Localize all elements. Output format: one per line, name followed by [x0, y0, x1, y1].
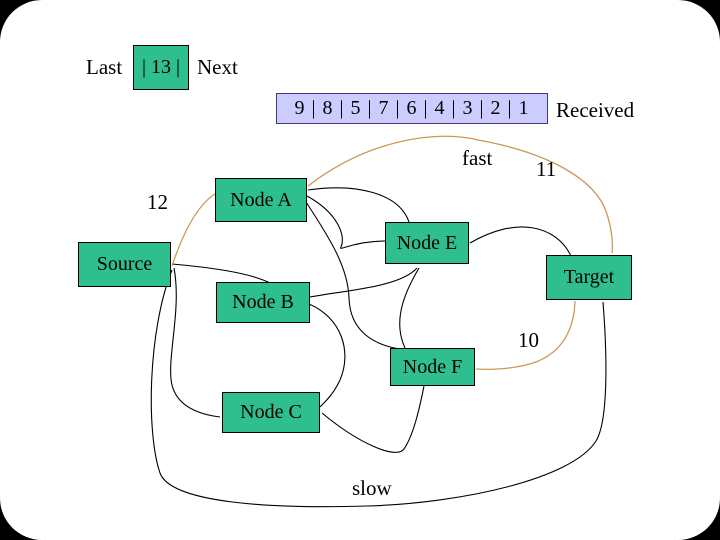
fastpath-source-nodea: [171, 193, 216, 267]
edge-nodee-target: [469, 226, 572, 257]
node-b-box: Node B: [216, 282, 310, 323]
fastpath-nodea-target: [307, 135, 613, 254]
slow-path-label: slow: [352, 476, 392, 500]
edge-source-target-slow: [150, 269, 607, 508]
received-label: Received: [556, 98, 635, 122]
next-label: Next: [197, 55, 238, 79]
edge-nodea-nodee-left: [306, 195, 387, 249]
packet-number-10: 10: [518, 328, 539, 352]
edge-nodeb-nodec: [308, 303, 346, 408]
node-c-box: Node C: [222, 392, 320, 433]
edge-nodea-nodee-top: [307, 187, 410, 223]
target-node-box: Target: [546, 255, 632, 300]
edge-source-nodeb: [171, 263, 273, 285]
received-sequence-box: 9 | 8 | 5 | 7 | 6 | 4 | 3 | 2 | 1: [276, 93, 548, 124]
edge-nodec-nodef: [321, 385, 425, 453]
fast-path-label: fast: [462, 146, 493, 170]
edge-source-nodec: [170, 267, 221, 418]
source-node-box: Source: [78, 242, 171, 287]
sequence-counter-box: | 13 |: [133, 45, 189, 90]
node-e-box: Node E: [385, 222, 469, 264]
last-label: Last: [86, 55, 123, 79]
edge-nodea-nodef: [305, 201, 407, 351]
edge-nodee-nodef: [399, 267, 420, 349]
packet-number-12: 12: [147, 190, 168, 214]
node-f-box: Node F: [390, 348, 475, 386]
fastpath-target-nodef: [475, 300, 576, 370]
node-a-box: Node A: [215, 178, 307, 222]
edge-nodeb-nodee: [309, 267, 418, 298]
packet-number-11: 11: [536, 157, 557, 181]
